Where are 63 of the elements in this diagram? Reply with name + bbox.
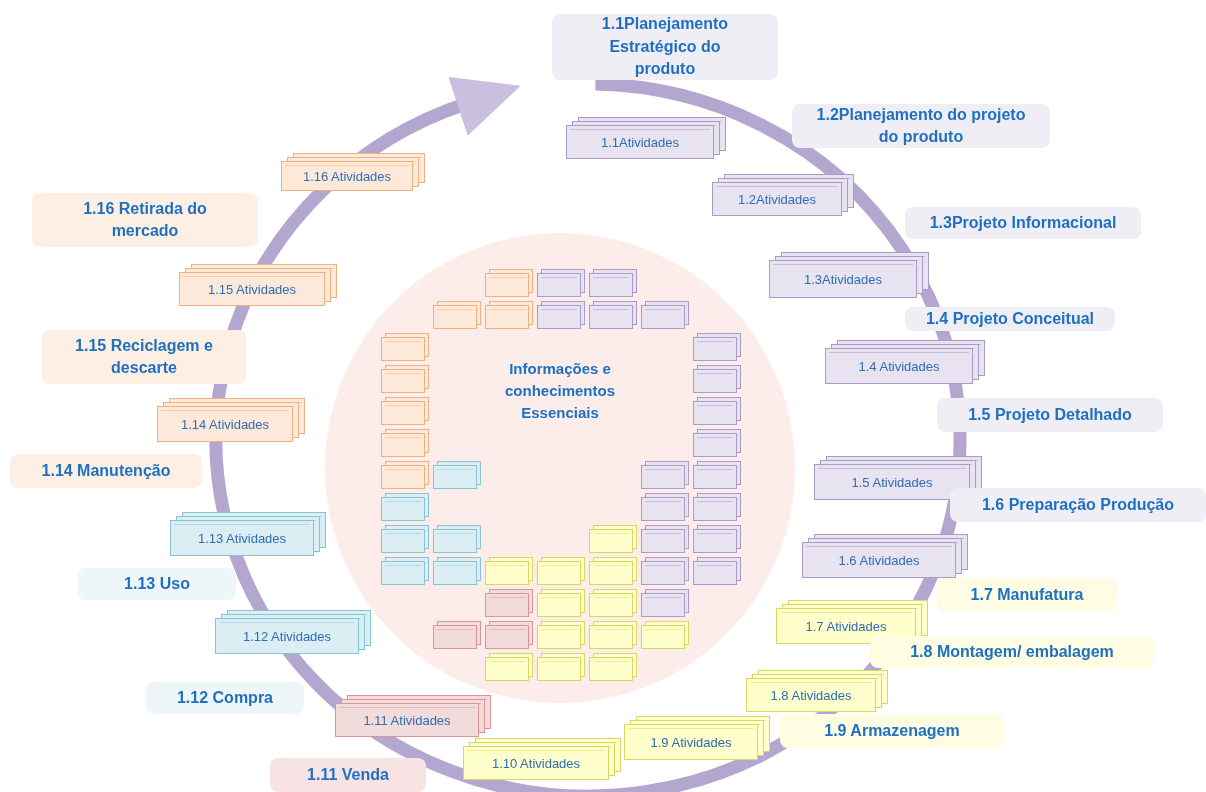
phase-label: 1.1Planejamento Estratégico do produto (552, 14, 778, 80)
empty-card (641, 493, 689, 521)
empty-card (381, 493, 429, 521)
phase-label: 1.15 Reciclagem e descarte (42, 330, 246, 384)
phase-label: 1.5 Projeto Detalhado (937, 398, 1163, 432)
empty-card (589, 589, 637, 617)
empty-card (693, 493, 741, 521)
phase-label: 1.11 Venda (270, 758, 426, 792)
empty-card (589, 301, 637, 329)
empty-card (381, 365, 429, 393)
empty-card (485, 589, 533, 617)
phase-label: 1.4 Projeto Conceitual (905, 307, 1115, 331)
empty-card (381, 397, 429, 425)
empty-card (433, 621, 481, 649)
empty-card (537, 589, 585, 617)
empty-card (433, 301, 481, 329)
empty-card (641, 589, 689, 617)
empty-card (485, 301, 533, 329)
empty-card (589, 653, 637, 681)
empty-card (641, 557, 689, 585)
phase-label: 1.8 Montagem/ embalagem (870, 636, 1154, 668)
empty-card (641, 461, 689, 489)
empty-card (693, 397, 741, 425)
phase-label: 1.16 Retirada do mercado (32, 193, 258, 247)
empty-card (485, 653, 533, 681)
empty-card (433, 557, 481, 585)
empty-card (381, 525, 429, 553)
empty-card (537, 301, 585, 329)
phase-label: 1.12 Compra (146, 682, 304, 714)
empty-card (485, 557, 533, 585)
empty-card (693, 333, 741, 361)
phase-label: 1.9 Armazenagem (780, 714, 1004, 748)
empty-card (589, 621, 637, 649)
phase-label: 1.13 Uso (78, 568, 236, 600)
empty-card (693, 461, 741, 489)
empty-card (381, 333, 429, 361)
empty-card (433, 525, 481, 553)
empty-card (589, 525, 637, 553)
phase-label: 1.3Projeto Informacional (905, 207, 1141, 239)
empty-card (537, 269, 585, 297)
empty-card (641, 301, 689, 329)
empty-card (693, 557, 741, 585)
empty-card (589, 557, 637, 585)
empty-card (693, 365, 741, 393)
center-text: Informações e conhecimentos Essenciais (504, 359, 616, 423)
empty-card (433, 461, 481, 489)
empty-card (381, 429, 429, 457)
empty-card (537, 557, 585, 585)
empty-card (693, 429, 741, 457)
empty-card (381, 461, 429, 489)
phase-label: 1.7 Manufatura (937, 578, 1117, 612)
empty-card (381, 557, 429, 585)
empty-card (641, 621, 689, 649)
empty-card (537, 621, 585, 649)
phase-label: 1.2Planejamento do projeto do produto (792, 104, 1050, 148)
empty-card (485, 269, 533, 297)
empty-card (485, 621, 533, 649)
phase-label: 1.14 Manutenção (10, 454, 202, 488)
phase-label: 1.6 Preparação Produção (950, 488, 1206, 522)
empty-card (537, 653, 585, 681)
empty-card (693, 525, 741, 553)
empty-card (589, 269, 637, 297)
empty-card (641, 525, 689, 553)
